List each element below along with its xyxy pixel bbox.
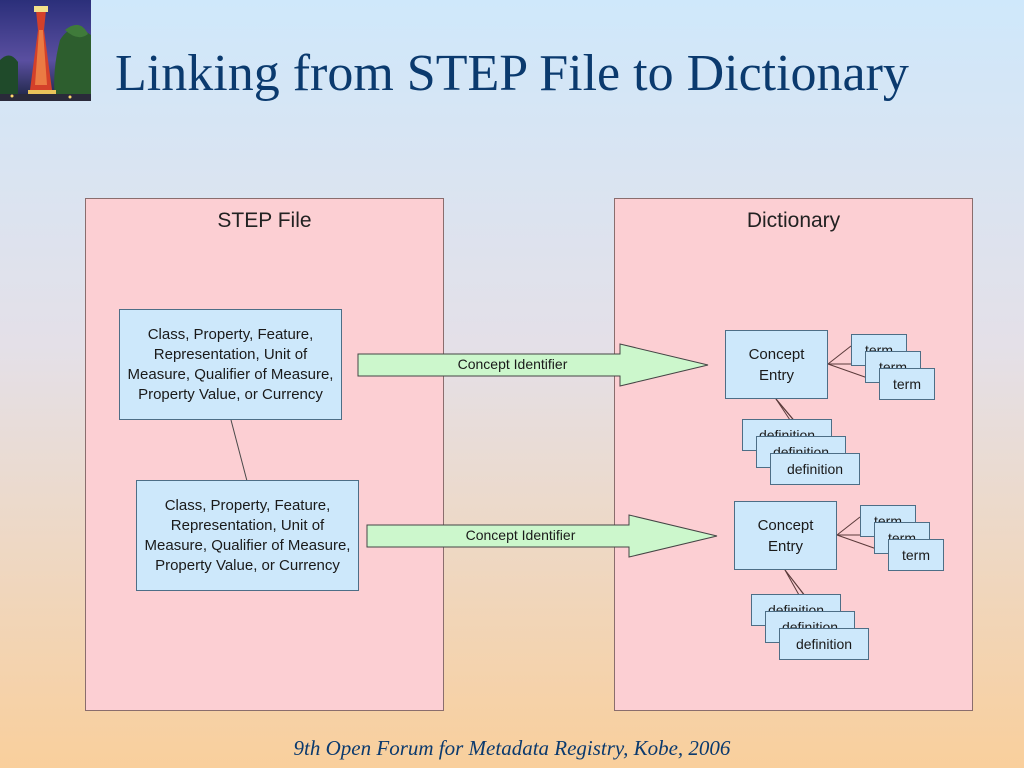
tower-photo (0, 0, 91, 101)
definition-box: definition (779, 628, 869, 660)
step-boxes-link-line (230, 419, 248, 482)
step-item-box-top: Class, Property, Feature, Representation… (119, 309, 342, 420)
dictionary-panel-title: Dictionary (746, 209, 841, 232)
concept-identifier-label-top: Concept Identifier (457, 356, 568, 372)
concept-identifier-arrow-top (357, 343, 709, 387)
concept-entry-box-top: Concept Entry (725, 330, 828, 399)
definition-box: definition (770, 453, 860, 485)
concept-identifier-arrow-bottom (366, 514, 718, 558)
slide-title: Linking from STEP File to Dictionary (115, 45, 909, 102)
concept-identifier-label-bottom: Concept Identifier (465, 527, 576, 543)
slide-footer: 9th Open Forum for Metadata Registry, Ko… (293, 736, 731, 760)
step-file-panel: STEP File (85, 198, 444, 711)
concept-entry-box-bottom: Concept Entry (734, 501, 837, 570)
step-item-box-bottom: Class, Property, Feature, Representation… (136, 480, 359, 591)
step-file-panel-title: STEP File (217, 209, 312, 232)
term-box: term (879, 368, 935, 400)
term-box: term (888, 539, 944, 571)
